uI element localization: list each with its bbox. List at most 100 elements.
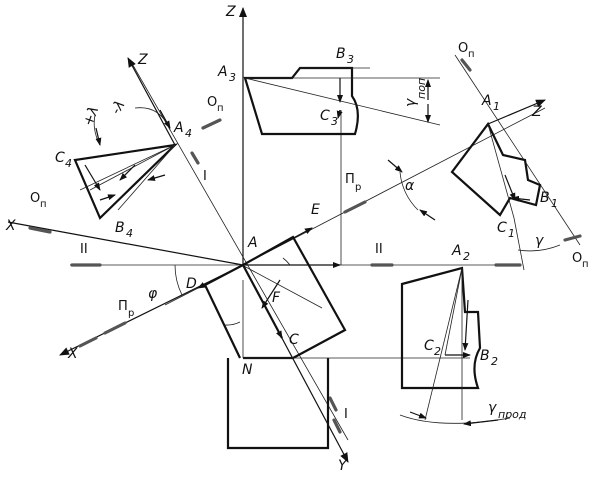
label-point-b3-sub: 3	[347, 53, 354, 66]
label-axis-z-right: Z	[531, 104, 542, 120]
label-plane-on-2: O	[207, 95, 217, 110]
section-a4-arrow-4	[147, 174, 166, 181]
minus-lambda-arrow	[159, 109, 171, 129]
label-point-c: C	[289, 332, 299, 348]
label-angle-gamma-pop-sub: поп	[415, 78, 428, 99]
label-point-c4-sub: 4	[65, 157, 72, 170]
label-point-c2-sub: 2	[434, 345, 441, 358]
marker-on-top-left	[201, 118, 222, 130]
label-section-ii-right: II	[375, 242, 383, 257]
label-angle-minus-lambda: -λ	[108, 98, 129, 118]
section-a4-arrow-3	[119, 164, 136, 181]
label-section-i-upper: I	[203, 169, 207, 184]
label-section-ii-left: II	[80, 242, 88, 257]
label-point-c1-sub: 1	[508, 227, 515, 240]
marker-on-left	[28, 226, 52, 234]
label-plane-pr-upper: П	[345, 172, 355, 187]
label-plane-on-4-sub: п	[582, 259, 589, 270]
label-angle-gamma-prod-sub: прод	[498, 408, 527, 421]
label-point-c3: C	[320, 108, 330, 124]
label-point-f: F	[272, 290, 281, 306]
section-a4-body	[73, 143, 179, 220]
tool-inner-line-3	[241, 264, 323, 309]
label-plane-on-4: O	[572, 251, 582, 266]
section-a2-body	[400, 266, 482, 390]
section-a1-edge	[487, 123, 515, 219]
section-a2-rake	[424, 267, 463, 421]
marker-pr-lower	[103, 321, 127, 335]
gamma-dim-line	[513, 217, 525, 271]
label-angle-phi: φ	[148, 286, 158, 302]
label-axis-y: Y	[338, 458, 348, 474]
label-axis-z-left: Z	[137, 52, 148, 68]
label-point-b4: B	[115, 220, 125, 236]
marker-y	[328, 396, 338, 412]
label-plane-on-2-sub: п	[217, 103, 224, 114]
label-point-a2-sub: 2	[463, 250, 470, 263]
label-axis-x-upper: X	[5, 218, 16, 234]
label-point-a4-sub: 4	[185, 127, 192, 140]
label-point-a3: A	[217, 64, 228, 80]
label-point-c3-sub: 3	[331, 115, 338, 128]
alpha-dim-1	[387, 159, 403, 173]
label-plane-pr-upper-sub: р	[355, 182, 361, 193]
plane-on-line-right	[454, 54, 581, 246]
label-point-b2-sub: 2	[491, 355, 498, 368]
marker-pr-upper	[343, 200, 367, 214]
label-plane-on-1-sub: п	[40, 199, 47, 210]
axis-x-upper	[7, 221, 244, 266]
gamma-prod-arrow-2	[463, 419, 499, 427]
label-point-a3-sub: 3	[229, 71, 236, 84]
tool-arc-n	[224, 321, 241, 326]
label-point-c4: C	[55, 150, 65, 166]
label-point-a4: A	[173, 120, 184, 136]
label-plane-on-1: O	[30, 191, 40, 206]
label-plane-pr-lower-sub: р	[128, 308, 134, 319]
marker-x-lower	[78, 336, 98, 348]
section-a1-arrow	[504, 174, 516, 201]
label-point-a2: A	[451, 243, 462, 259]
section-a4-line-2	[117, 144, 176, 211]
label-point-n: N	[242, 362, 253, 378]
alpha-dim-2	[419, 209, 436, 221]
marker-i-upper	[190, 151, 200, 165]
label-plane-pr-lower: П	[118, 299, 128, 314]
section-a1-body	[450, 121, 542, 217]
label-point-b3: B	[336, 46, 346, 62]
label-point-a1: A	[481, 93, 492, 109]
label-angle-gamma-prod: γ	[488, 400, 497, 416]
arrow-a-f	[261, 279, 281, 309]
angle-alpha-arc	[399, 171, 419, 211]
label-point-d: D	[186, 276, 197, 292]
label-section-i-lower: I	[344, 407, 348, 422]
section-a2-edge	[444, 267, 463, 356]
marker-on-right	[563, 234, 582, 242]
label-point-b4-sub: 4	[126, 227, 133, 240]
plus-lambda-arrow	[95, 127, 102, 146]
label-point-b1: B	[540, 190, 550, 206]
label-angle-gamma-pop: γ	[403, 98, 419, 107]
label-point-c2: C	[424, 338, 434, 354]
section-a1-arrow2	[511, 195, 531, 202]
tool-small-arc	[282, 257, 291, 266]
label-axis-x-lower: X	[67, 346, 78, 362]
arrow-a-c	[242, 264, 283, 339]
tool-shank	[226, 358, 330, 450]
angle-gamma-prod-arc	[399, 414, 511, 424]
label-plane-on-3-sub: п	[468, 49, 475, 60]
label-angle-gamma: γ	[535, 233, 544, 249]
marker-i-lower	[332, 418, 342, 434]
axis-z-left	[127, 57, 176, 146]
label-point-b1-sub: 1	[551, 197, 558, 210]
label-axis-z-top: Z	[225, 4, 236, 20]
label-point-a: A	[247, 235, 258, 251]
section-a4-arrow-1	[84, 164, 101, 191]
gamma-prod-arrow-1	[409, 411, 427, 419]
label-angle-alpha: α	[405, 178, 415, 194]
arrow-a-d	[197, 264, 244, 289]
section-a3-arrow2	[336, 109, 343, 119]
arrow-a-e	[242, 227, 313, 266]
label-point-b2: B	[480, 348, 490, 364]
